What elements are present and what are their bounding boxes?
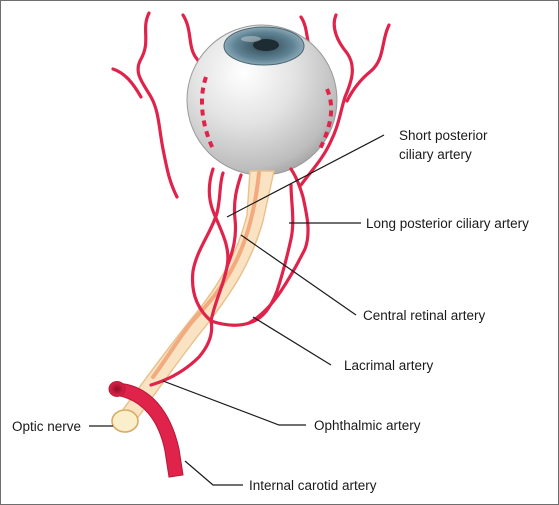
optic-nerve — [111, 170, 275, 433]
central-retinal-artery-trunk — [151, 321, 193, 379]
leader-ophthalmic — [162, 380, 306, 426]
label-ophthalmic: Ophthalmic artery — [314, 418, 421, 433]
pupil — [253, 39, 279, 51]
left-dashed-ciliary-artery — [200, 76, 215, 150]
medial-ciliary-artery — [207, 167, 230, 323]
leader-lines — [89, 134, 385, 486]
lacrimal-artery-vessel — [247, 167, 310, 325]
left-upper-branch — [111, 67, 143, 99]
short-posterior-ciliary-branch — [225, 173, 243, 269]
internal-carotid-body — [114, 382, 184, 478]
right-dashed-ciliary-artery — [317, 88, 334, 152]
cornea-highlight — [241, 36, 261, 42]
label-internal-carotid: Internal carotid artery — [249, 478, 377, 493]
leader-lacrimal — [252, 316, 332, 366]
ophthalmic-artery-vessel — [149, 319, 214, 387]
short-posterior-ciliary-artery-vessel — [190, 171, 225, 323]
label-short-posterior-line2: ciliary artery — [399, 147, 472, 162]
right-upper-artery — [299, 13, 354, 187]
labels: Short posterior ciliary artery Long post… — [12, 128, 529, 493]
internal-carotid — [108, 381, 184, 478]
label-central-retinal: Central retinal artery — [363, 308, 486, 323]
internal-carotid-cut-end — [108, 381, 126, 397]
optic-nerve-cut-end — [111, 409, 139, 433]
leader-internal-carotid — [184, 460, 243, 486]
label-lacrimal: Lacrimal artery — [344, 358, 434, 373]
label-short-posterior-line1: Short posterior — [399, 128, 488, 143]
label-optic-nerve: Optic nerve — [12, 419, 81, 434]
central-retinal-artery-vessel — [189, 171, 261, 325]
label-long-posterior: Long posterior ciliary artery — [366, 216, 529, 231]
leader-short-posterior — [226, 134, 385, 218]
leader-central-retinal — [240, 234, 357, 316]
eyeball — [186, 24, 338, 176]
left-upper-artery — [136, 11, 179, 199]
right-upper-branch — [345, 23, 391, 103]
